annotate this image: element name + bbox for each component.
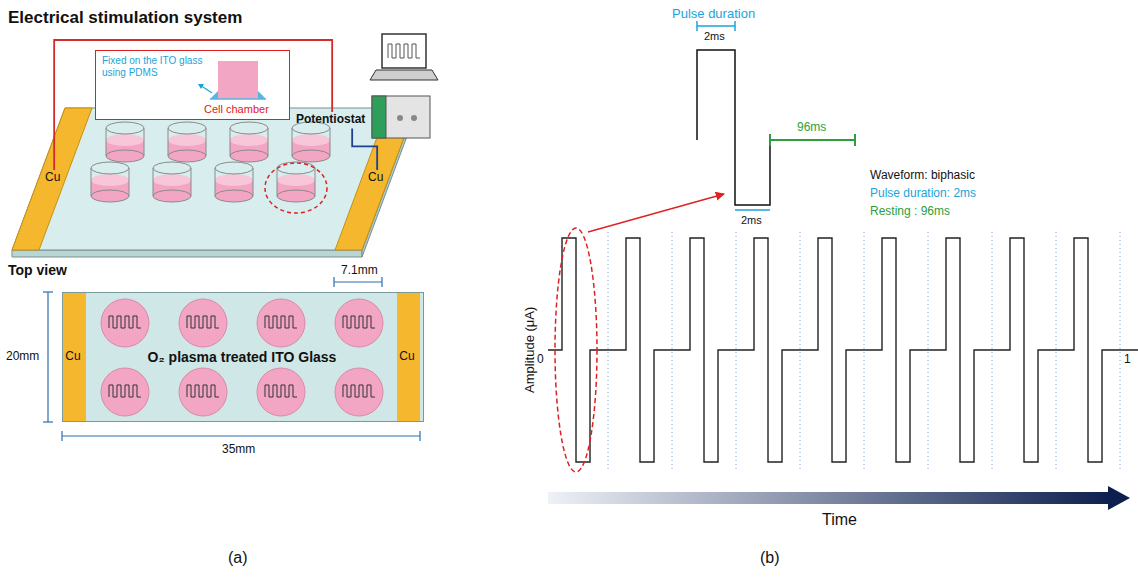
panel-label: (b) (760, 548, 780, 567)
cell-chamber (91, 162, 129, 202)
node-text: Cell chamber (204, 103, 269, 116)
cell-chamber (230, 122, 268, 162)
node-text: Cu (397, 349, 417, 363)
copper-electrode: Cu (397, 293, 420, 421)
axis-title: Amplitude (μA) (522, 298, 538, 402)
ito-glass: O₂ plasma treated ITO GlassCu Cu (62, 292, 424, 422)
copper-electrode: Cu (368, 170, 386, 186)
duration-label: 2ms (704, 30, 725, 43)
cell-chamber (106, 122, 144, 162)
wire (352, 128, 377, 170)
node-text: Cu (63, 349, 83, 363)
cell-chamber (168, 122, 206, 162)
cell-chambers (91, 122, 330, 202)
panel-title: Electrical stimulation system (8, 8, 242, 28)
cell-chamber (292, 122, 330, 162)
node-text: O₂ plasma treated ITO Glass (63, 349, 421, 366)
copper-electrode: Cu (63, 293, 86, 421)
waveform-note: Resting : 96ms (870, 204, 950, 218)
copper-pad (12, 108, 92, 250)
node-text: Cu (368, 170, 386, 184)
dimension-label: 35mm (222, 442, 255, 456)
dimension-label: 7.1mm (341, 263, 378, 277)
dimension-label: 20mm (6, 349, 39, 363)
cell-chamber (215, 162, 253, 202)
node-text: Cu (45, 170, 63, 184)
panel-label: (a) (228, 548, 248, 567)
ito-slide (12, 108, 415, 257)
node-text: Potentiostat (296, 112, 368, 126)
view-label: Top view (8, 262, 67, 279)
time-arrow (548, 486, 1130, 510)
axis-title: Time (822, 510, 857, 529)
node-text: Fixed on the ITO glass using PDMS (102, 55, 214, 79)
waveform-note: Pulse duration: 2ms (870, 186, 976, 200)
inset-box: Fixed on the ITO glass using PDMS Cell ch… (95, 50, 290, 120)
pulse-detail (697, 21, 855, 210)
copper-electrode: Cu (45, 170, 63, 186)
cell-chamber (153, 162, 191, 202)
duration-label: 96ms (797, 120, 826, 134)
duration-label: 2ms (741, 214, 762, 227)
pulse-train (548, 232, 1138, 470)
waveform-note: Waveform: biphasic (870, 168, 975, 182)
axis-tick: 1 (1124, 352, 1131, 366)
cell-chamber (277, 162, 315, 202)
annotation: Pulse duration (672, 6, 755, 22)
zoom-arrow (588, 194, 724, 232)
axis-tick: 0 (537, 352, 544, 366)
potentiostat-device (370, 34, 438, 138)
device-label: Potentiostat (296, 112, 368, 128)
wire (54, 40, 332, 170)
highlight-ellipse (555, 228, 597, 472)
highlight-ellipse (265, 163, 327, 213)
